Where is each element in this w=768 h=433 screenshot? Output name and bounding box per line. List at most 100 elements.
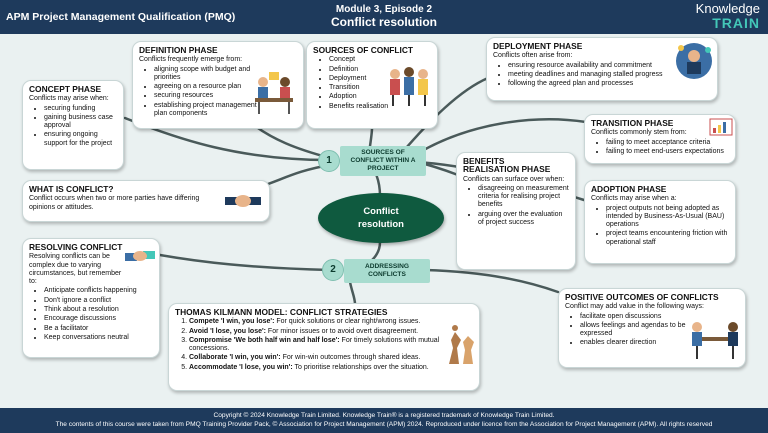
card-intro: Conflicts often arise from: <box>493 52 573 60</box>
branch-addressing-label: ADDRESSING CONFLICTS <box>344 259 430 283</box>
strategy-name: Avoid 'I lose, you lose': <box>189 327 266 335</box>
card-title: WHAT IS CONFLICT? <box>29 184 114 194</box>
card-list: failing to meet acceptance criteria fail… <box>591 139 729 157</box>
card-intro: Conflicts may arise when: <box>29 95 109 103</box>
list-item: Accommodate 'I lose, you win': To priori… <box>189 364 464 372</box>
card-title: DEFINITION PHASE <box>139 45 218 55</box>
card-resolving-conflict: RESOLVING CONFLICT Resolving conflicts c… <box>22 238 160 358</box>
card-text: Conflict occurs when two or more parties… <box>29 195 200 211</box>
list-item: project outputs not being adopted as int… <box>606 205 729 230</box>
card-title: BENEFITS REALISATION PHASE <box>463 156 551 175</box>
card-list: facilitate open discussions allows feeli… <box>565 313 692 348</box>
list-item: Avoid 'I lose, you lose': For minor issu… <box>189 328 464 336</box>
card-concept-phase: CONCEPT PHASE Conflicts may arise when: … <box>22 80 124 170</box>
list-item: Compromise 'We both half win and half lo… <box>189 337 464 354</box>
card-intro: Resolving conflicts can be complex due t… <box>29 253 122 286</box>
footer-licence: The contents of this course were taken f… <box>55 421 713 428</box>
list-item: Don't ignore a conflict <box>44 297 153 305</box>
card-list: securing funding gaining business case a… <box>29 105 117 148</box>
card-title: CONCEPT PHASE <box>29 84 102 94</box>
team-illustration <box>390 67 428 106</box>
connector-branch1-to-transition <box>408 118 588 160</box>
card-list: ensuring resource availability and commi… <box>493 62 711 89</box>
strategy-desc: For timely solutions with mutual concess… <box>189 336 440 353</box>
list-item: Transition <box>329 84 431 92</box>
course-title: APM Project Management Qualification (PM… <box>6 11 236 23</box>
logo-train-text: TRAIN <box>712 15 760 31</box>
list-item: Be a facilitator <box>44 325 153 333</box>
hands-illustration <box>125 251 155 261</box>
list-item: securing resources <box>154 92 262 100</box>
footer-bar: Copyright © 2024 Knowledge Train Limited… <box>0 408 768 433</box>
list-item: allows feelings and agendas to be expres… <box>580 322 692 339</box>
strategy-name: Compete 'I win, you lose': <box>189 318 275 326</box>
card-title: THOMAS KILMANN MODEL: CONFLICT STRATEGIE… <box>175 307 388 317</box>
list-item: Collaborate 'I win, you win': For win-wi… <box>189 354 464 362</box>
card-definition-phase: DEFINITION PHASE Conflicts frequently em… <box>132 41 304 129</box>
strategy-desc: For minor issues or to avoid overt disag… <box>265 327 419 335</box>
card-list: disagreeing on measurement criteria for … <box>463 185 569 227</box>
card-intro: Conflicts frequently emerge from: <box>139 56 243 64</box>
strategy-desc: For win-win outcomes through shared idea… <box>280 354 421 362</box>
list-item: Compete 'I win, you lose': For quick sol… <box>189 318 464 326</box>
logo-line1: Knowledge <box>695 1 760 16</box>
list-item: Keep conversations neutral <box>44 334 153 342</box>
list-item: Deployment <box>329 75 431 83</box>
header-bar: APM Project Management Qualification (PM… <box>0 0 768 34</box>
card-list: Anticipate conflicts happening Don't ign… <box>29 287 153 342</box>
card-title: TRANSITION PHASE <box>591 118 674 128</box>
page-title: Conflict resolution <box>331 15 437 29</box>
deployment-illustration <box>676 43 712 79</box>
list-item: Benefits realisation <box>329 103 431 111</box>
list-item: project teams encountering friction with… <box>606 230 729 247</box>
branch-number-2: 2 <box>322 259 344 281</box>
list-item: following the agreed plan and processes <box>508 80 711 88</box>
card-intro: Conflict may add value in the following … <box>565 303 704 311</box>
list-item: Anticipate conflicts happening <box>44 287 153 295</box>
connector-branch1-to-deployment <box>398 76 490 157</box>
card-sources-of-conflict: SOURCES OF CONFLICT Concept Definition D… <box>306 41 438 129</box>
list-item: Concept <box>329 56 431 64</box>
branch-number-1: 1 <box>318 150 340 172</box>
meeting-illustration <box>255 72 293 114</box>
list-item: arguing over the evaluation of project s… <box>478 211 569 228</box>
strategy-name: Compromise 'We both half win and half lo… <box>189 336 340 344</box>
list-item: Encourage discussions <box>44 315 153 323</box>
card-title: SOURCES OF CONFLICT <box>313 45 414 55</box>
chart-illustration <box>709 118 733 136</box>
footer-copyright: Copyright © 2024 Knowledge Train Limited… <box>213 412 555 419</box>
list-item: ensuring resource availability and commi… <box>508 62 711 70</box>
strategy-name: Accommodate 'I lose, you win': <box>189 363 293 371</box>
list-item: establishing project management plan com… <box>154 102 262 119</box>
card-title: POSITIVE OUTCOMES OF CONFLICTS <box>565 292 719 302</box>
card-thomas-kilmann-model: THOMAS KILMANN MODEL: CONFLICT STRATEGIE… <box>168 303 480 391</box>
chess-pieces-illustration <box>449 325 474 364</box>
list-item: failing to meet acceptance criteria <box>606 139 729 147</box>
branch-sources-label: SOURCES OF CONFLICT WITHIN A PROJECT <box>340 146 426 176</box>
connector-branch2-to-thomas <box>348 280 357 306</box>
card-adoption-phase: ADOPTION PHASE Conflicts may arise when … <box>584 180 736 264</box>
strategy-name: Collaborate 'I win, you win': <box>189 354 281 362</box>
card-title: DEPLOYMENT PHASE <box>493 41 583 51</box>
strategy-desc: To prioritise relationships over the sit… <box>292 363 429 371</box>
list-item: agreeing on a resource plan <box>154 83 262 91</box>
list-item: facilitate open discussions <box>580 313 692 321</box>
module-label: Module 3, Episode 2 <box>335 4 433 15</box>
card-what-is-conflict: WHAT IS CONFLICT? Conflict occurs when t… <box>22 180 270 222</box>
list-item: disagreeing on measurement criteria for … <box>478 185 569 210</box>
list-item: ensuring ongoing support for the project <box>44 131 117 148</box>
handshake-illustration <box>225 195 261 207</box>
discussion-illustration <box>692 322 738 359</box>
card-transition-phase: TRANSITION PHASE Conflicts commonly stem… <box>584 114 736 164</box>
list-item: meeting deadlines and managing stalled p… <box>508 71 711 79</box>
logo-line2: TRAIN <box>696 16 760 30</box>
list-item: securing funding <box>44 105 117 113</box>
card-list: aligning scope with budget and prioritie… <box>139 66 262 119</box>
connector-branch2-to-resolving <box>158 253 332 272</box>
card-title: RESOLVING CONFLICT <box>29 242 123 252</box>
central-topic: Conflict resolution <box>318 193 444 243</box>
central-topic-label: Conflict resolution <box>358 206 404 230</box>
list-item: aligning scope with budget and prioritie… <box>154 66 262 83</box>
list-item: gaining business case approval <box>44 114 117 131</box>
card-list: Concept Definition Deployment Transition… <box>313 56 431 111</box>
